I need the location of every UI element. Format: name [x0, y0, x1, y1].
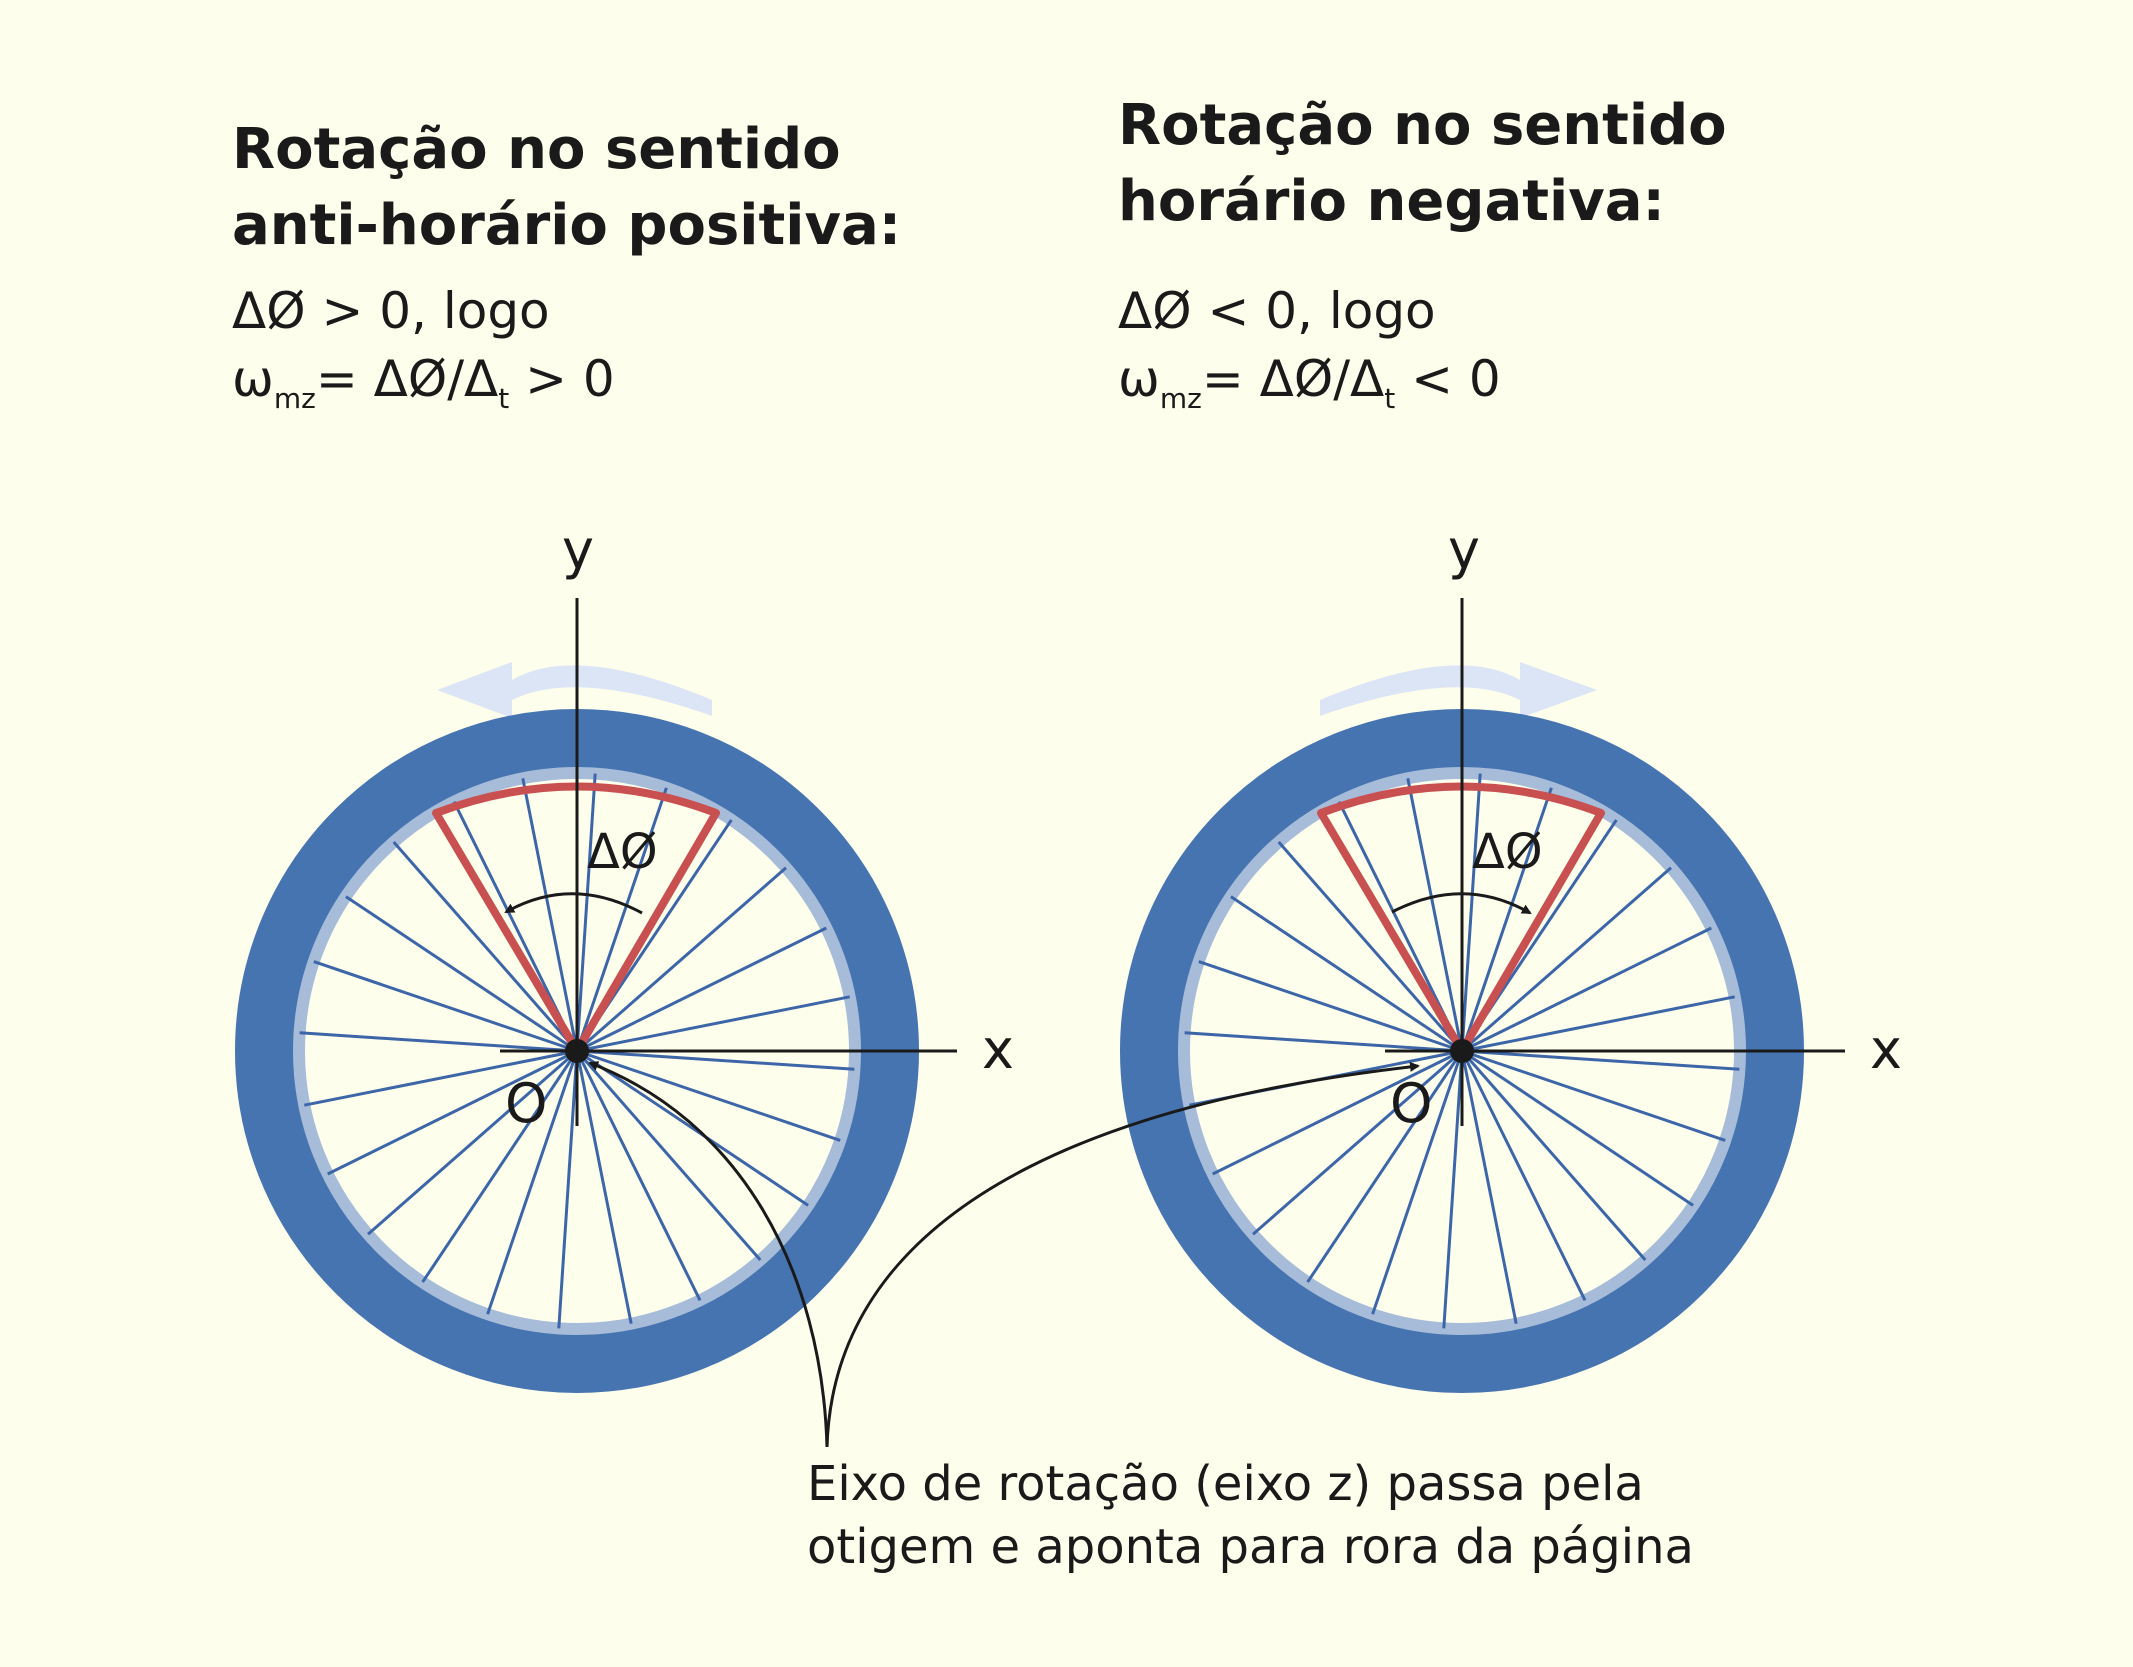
right-rotation-arrow [1320, 662, 1597, 718]
right-spoke [1406, 778, 1464, 1052]
right-spoke [1460, 787, 1553, 1052]
right-spoke [1461, 926, 1712, 1053]
left-wheel: y x O ΔØ [235, 518, 1014, 1393]
left-delta-arc [504, 892, 643, 915]
right-spoke [1184, 1031, 1463, 1053]
left-spoke [327, 1049, 578, 1176]
left-spoke [575, 1050, 762, 1261]
caption-leader-left [588, 1061, 829, 1448]
right-spoke [1461, 866, 1672, 1053]
left-formula-line2: ωmz= ΔØ/Δt > 0 [232, 350, 615, 415]
right-spoke [1212, 1049, 1463, 1176]
caption-line2: otigem e aponta para rora da página [807, 1519, 1694, 1575]
right-text: Rotação no sentido horário negativa: ΔØ … [1118, 93, 1727, 415]
left-spoke [367, 1049, 578, 1236]
right-spoke [1460, 773, 1482, 1052]
left-spoke [576, 1049, 855, 1071]
left-rotation-arrow [437, 662, 712, 718]
left-spoke [421, 1050, 579, 1283]
caption-line1: Eixo de rotação (eixo z) passa pela [807, 1456, 1644, 1512]
right-spoke [1442, 1050, 1464, 1329]
left-spoke [576, 995, 850, 1053]
left-spoke [392, 841, 579, 1052]
left-spoke [576, 866, 787, 1053]
right-spoke [1461, 995, 1735, 1053]
right-x-label: x [1870, 1018, 1902, 1081]
right-heading-line1: Rotação no sentido [1118, 93, 1727, 158]
left-x-label: x [982, 1018, 1014, 1081]
right-spoke [1460, 1050, 1647, 1261]
left-spoke [304, 1049, 578, 1107]
left-spoke [345, 895, 578, 1053]
left-delta-label: ΔØ [587, 824, 658, 880]
right-wheel: y x O ΔØ [1120, 518, 1902, 1393]
left-spoke [557, 1050, 579, 1329]
left-origin-point [565, 1039, 589, 1063]
right-spoke [1460, 1050, 1587, 1301]
right-spoke [1198, 960, 1463, 1053]
left-text: Rotação no sentido anti-horário positiva… [232, 117, 901, 415]
right-spoke [1460, 1050, 1518, 1324]
left-heading-line1: Rotação no sentido [232, 117, 841, 182]
left-spoke [576, 1049, 809, 1207]
right-delta-label: ΔØ [1472, 824, 1543, 880]
right-origin-label: O [1390, 1072, 1433, 1135]
left-spokes [299, 773, 855, 1329]
right-formula-line1: ΔØ < 0, logo [1118, 282, 1436, 340]
left-spoke [313, 960, 578, 1053]
left-spoke [576, 926, 827, 1053]
caption-leader-right [825, 1061, 1420, 1448]
right-spoke [1277, 841, 1464, 1052]
left-spoke [575, 773, 597, 1052]
left-formula-line1: ΔØ > 0, logo [232, 282, 550, 340]
right-spoke [1306, 1050, 1464, 1283]
left-heading-line2: anti-horário positiva: [232, 193, 901, 258]
right-spoke [1252, 1049, 1463, 1236]
right-y-label: y [1448, 518, 1480, 581]
left-spoke [575, 1050, 633, 1324]
right-spoke [1371, 1050, 1464, 1315]
right-delta-arc [1391, 892, 1532, 915]
left-y-label: y [562, 518, 594, 581]
left-spoke [575, 787, 668, 1052]
right-origin-point [1450, 1039, 1474, 1063]
right-spoke [1461, 1049, 1740, 1071]
left-spoke [576, 1049, 841, 1142]
right-formula-line2: ωmz= ΔØ/Δt < 0 [1118, 350, 1501, 415]
right-heading-line2: horário negativa: [1118, 169, 1665, 234]
right-spoke [1461, 1049, 1694, 1207]
left-origin-label: O [505, 1072, 548, 1135]
right-spoke [1230, 895, 1463, 1053]
left-spoke [486, 1050, 579, 1315]
left-spoke [521, 778, 579, 1052]
left-spoke [299, 1031, 578, 1053]
right-spoke [1461, 1049, 1726, 1142]
left-spoke [575, 1050, 702, 1301]
